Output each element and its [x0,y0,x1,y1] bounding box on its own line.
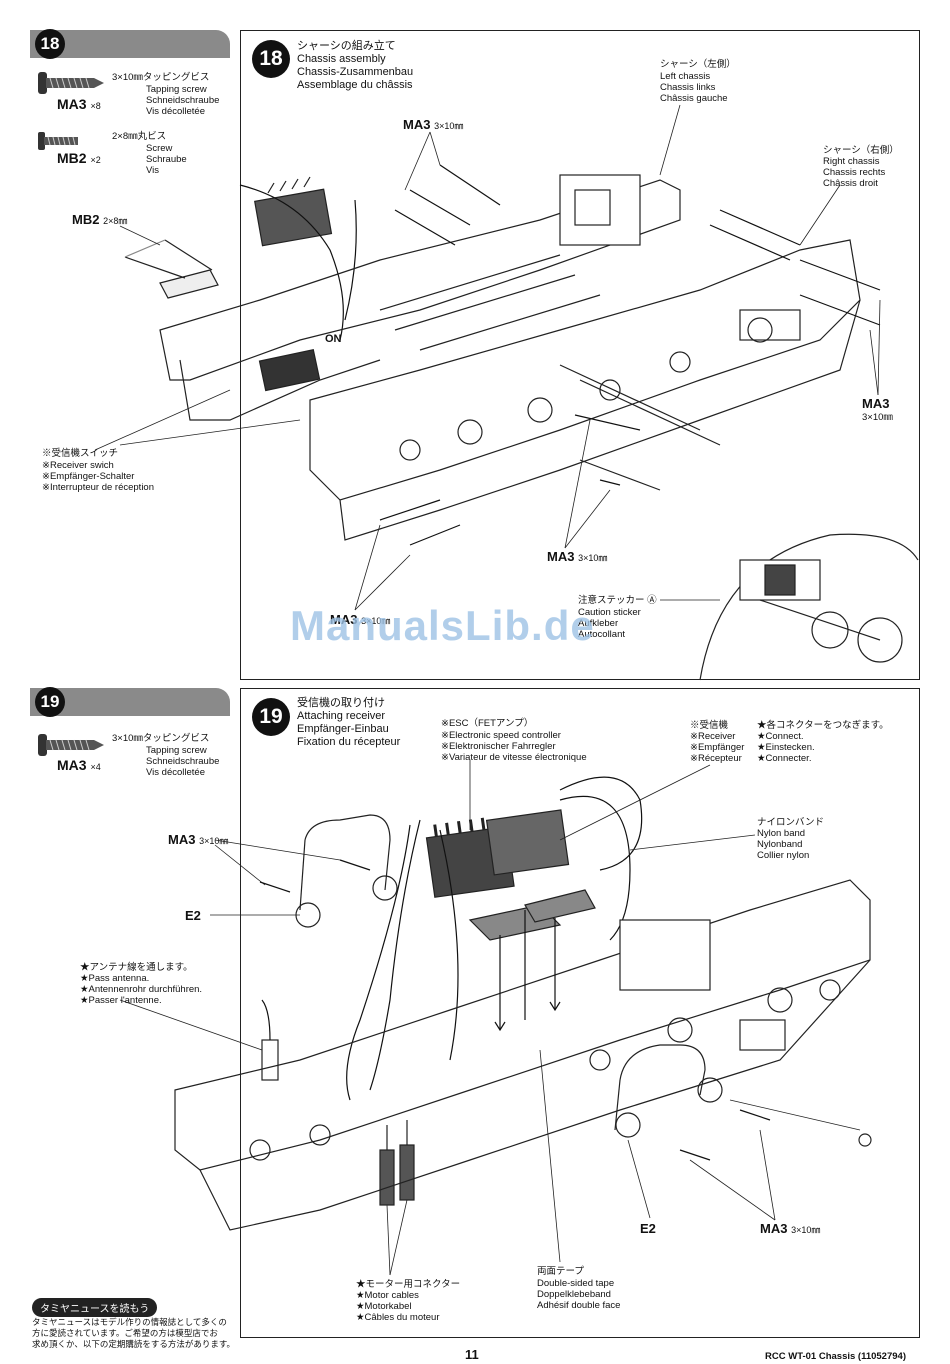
motor-cables-label: ★Motorkabel [356,1301,412,1312]
step19-panel [240,688,920,1338]
step19-title-de: Empfänger-Einbau [297,723,389,735]
nylon-band-label: Nylonband [757,839,803,850]
left-chassis-label: シャーシ（左側） [660,59,736,70]
ma3-callout: MA3 3×10㎜ [330,612,391,627]
nylon-band-label: ナイロンバンド [757,817,824,828]
receiver-label: ※Empfänger [690,742,745,753]
connect-label: ★各コネクターをつなぎます。 [757,720,889,731]
receiver-switch-label: ※受信機スイッチ [42,448,119,459]
part-code-ma3: MA3 ×4 [57,757,101,773]
step19-title-fr: Fixation du récepteur [297,736,401,748]
part-name: Screw [146,143,173,154]
step18-title-de: Chassis-Zusammenbau [297,66,414,78]
esc-label: ※Elektronischer Fahrregler [441,741,556,752]
e2-callout: E2 [185,908,201,923]
antenna-label: ★Pass antenna. [80,973,150,984]
part-size: 3×10㎜タッピングビス [112,72,210,83]
part-name: Schneidschraube [146,756,220,767]
ma3-callout: MA3 3×10㎜ [403,117,464,132]
step18-badge: 18 [35,29,65,59]
e2-callout: E2 [640,1221,656,1236]
on-label: ON [325,333,342,345]
double-sided-tape-label: Doppelklebeband [537,1289,611,1300]
caution-sticker-label: Aufkleber [578,618,619,629]
double-sided-tape-label: Adhésif double face [537,1300,621,1311]
mb2-callout: MB2 2×8㎜ [72,212,128,227]
motor-cables-label: ★Câbles du moteur [356,1312,440,1323]
part-name: Vis décolletée [146,767,205,778]
esc-label: ※Electronic speed controller [441,730,561,741]
part-name: Vis décolletée [146,106,205,117]
ma3-callout: MA3 3×10㎜ [168,832,229,847]
antenna-label: ★Antennenrohr durchführen. [80,984,203,995]
step19-big-badge: 19 [252,698,290,736]
connect-label: ★Connect. [757,731,804,742]
part-code-mb2: MB2 ×2 [57,150,101,166]
step18-title-en: Chassis assembly [297,53,386,65]
caution-sticker-label: 注意ステッカー Ⓐ [578,595,657,606]
receiver-switch-label: ※Empfänger-Schalter [42,471,135,482]
tamiya-news-button[interactable]: タミヤニュースを読もう [32,1298,158,1317]
receiver-label: ※受信機 [690,720,729,731]
motor-cables-label: ★Motor cables [356,1290,419,1301]
connect-label: ★Einstecken. [757,742,815,753]
part-size: 3×10㎜タッピングビス [112,733,210,744]
part-size: 2×8㎜丸ビス [112,131,167,142]
page-number: 11 [465,1347,479,1362]
double-sided-tape-label: Double-sided tape [537,1278,615,1289]
news-text: タミヤニュースはモデル作りの情報誌として多くの [32,1317,227,1327]
part-name: Tapping screw [146,84,207,95]
esc-label: ※Variateur de vitesse électronique [441,752,587,763]
right-chassis-label: シャーシ（右側） [823,145,899,156]
part-name: Vis [146,165,160,176]
step19-title-jp: 受信機の取り付け [297,697,385,709]
receiver-switch-label: ※Interrupteur de réception [42,482,154,493]
watermark: ManualsLib.de [290,602,595,649]
right-chassis-label: Châssis droit [823,178,878,189]
ma3-callout: MA3 3×10㎜ [547,549,608,564]
part-name: Tapping screw [146,745,207,756]
left-chassis-label: Châssis gauche [660,93,728,104]
document-code: RCC WT-01 Chassis (11052794) [765,1351,906,1362]
step18-title-jp: シャーシの組み立て [297,40,396,52]
nylon-band-label: Nylon band [757,828,806,839]
part-code-ma3: MA3 ×8 [57,96,101,112]
left-chassis-label: Chassis links [660,82,716,93]
double-sided-tape-label: 両面テープ [537,1266,584,1277]
esc-label: ※ESC（FETアンプ） [441,718,534,729]
left-chassis-label: Left chassis [660,71,711,82]
caution-sticker-label: Caution sticker [578,607,641,618]
right-chassis-label: Chassis rechts [823,167,886,178]
step19-badge: 19 [35,687,65,717]
caution-sticker-label: Autocollant [578,629,626,640]
nylon-band-label: Collier nylon [757,850,810,861]
ma3-size: 3×10㎜ [862,412,893,423]
connect-label: ★Connecter. [757,753,812,764]
receiver-label: ※Receiver [690,731,736,742]
receiver-label: ※Récepteur [690,753,742,764]
step18-panel [240,30,920,680]
receiver-switch-label: ※Receiver swich [42,460,114,471]
ma3-callout: MA3 [862,396,890,411]
step18-big-badge: 18 [252,40,290,78]
step18-title-fr: Assemblage du châssis [297,79,413,91]
news-text: 方に愛読されています。ご希望の方は模型店でお [32,1328,218,1338]
right-chassis-label: Right chassis [823,156,880,167]
ma3-callout: MA3 3×10㎜ [760,1221,821,1236]
motor-cables-label: ★モーター用コネクター [356,1279,461,1290]
step19-title-en: Attaching receiver [297,710,386,722]
part-name: Schraube [146,154,187,165]
news-text: 求め頂くか、以下の定期購読をする方法があります。 [32,1339,235,1349]
antenna-label: ★アンテナ線を通します。 [80,962,193,973]
antenna-label: ★Passer l'antenne. [80,995,162,1006]
part-name: Schneidschraube [146,95,220,106]
